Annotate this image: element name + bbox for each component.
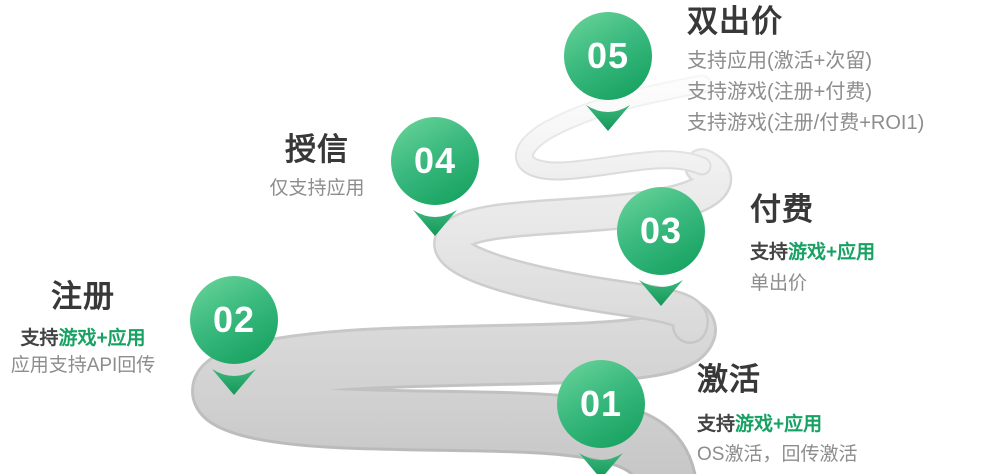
marker-number: 02 — [212, 299, 256, 340]
milestone-marker-02: 02 — [190, 276, 278, 395]
stage-title: 付费 — [750, 192, 814, 227]
stage-detail: OS激活，回传激活 — [697, 444, 858, 465]
stage-support-line: 支持游戏+应用 — [750, 242, 876, 263]
stage-title: 双出价 — [687, 4, 783, 39]
stage-detail: 仅支持应用 — [269, 178, 365, 199]
marker-circle-03: 03 — [617, 187, 705, 275]
stage-support-line: 支持游戏+应用 — [20, 328, 146, 349]
stage-detail: 支持应用(激活+次留) — [687, 50, 872, 72]
milestone-marker-04: 04 — [391, 117, 479, 236]
stage-block-05: 双出价 支持应用(激活+次留) 支持游戏(注册+付费) 支持游戏(注册/付费+R… — [687, 5, 924, 139]
support-highlight: 游戏+应用 — [735, 414, 823, 435]
stage-title: 激活 — [697, 362, 761, 397]
marker-number: 04 — [413, 140, 457, 181]
marker-number: 01 — [579, 383, 623, 424]
support-highlight: 游戏+应用 — [788, 242, 876, 263]
marker-circle-01: 01 — [557, 360, 645, 448]
stage-detail: 支持游戏(注册/付费+ROI1) — [687, 112, 925, 134]
stage-detail: 支持游戏(注册+付费) — [687, 81, 872, 103]
marker-pin-icon — [579, 453, 623, 474]
marker-circle-04: 04 — [391, 117, 479, 205]
support-highlight: 游戏+应用 — [58, 328, 146, 349]
marker-pin-icon — [639, 280, 683, 306]
stage-block-04: 授信 仅支持应用 — [243, 133, 391, 200]
stage-title: 注册 — [51, 279, 115, 314]
stage-detail: 应用支持API回传 — [10, 355, 156, 376]
stage-block-03: 付费 支持游戏+应用 单出价 — [750, 193, 875, 295]
marker-circle-02: 02 — [190, 276, 278, 364]
milestone-marker-05: 05 — [564, 12, 652, 131]
stage-block-02: 注册 支持游戏+应用 应用支持API回传 — [2, 280, 164, 377]
marker-pin-icon — [212, 369, 256, 395]
stage-support-line: 支持游戏+应用 — [697, 414, 823, 435]
marker-number: 03 — [639, 210, 683, 251]
stage-title: 授信 — [285, 132, 349, 167]
milestone-marker-03: 03 — [617, 187, 705, 306]
stage-detail: 单出价 — [750, 273, 808, 294]
marker-number: 05 — [586, 35, 630, 76]
milestone-marker-01: 01 — [557, 360, 645, 474]
stage-block-01: 激活 支持游戏+应用 OS激活，回传激活 — [697, 363, 857, 466]
marker-pin-icon — [586, 105, 630, 131]
marker-circle-05: 05 — [564, 12, 652, 100]
marker-pin-icon — [413, 210, 457, 236]
